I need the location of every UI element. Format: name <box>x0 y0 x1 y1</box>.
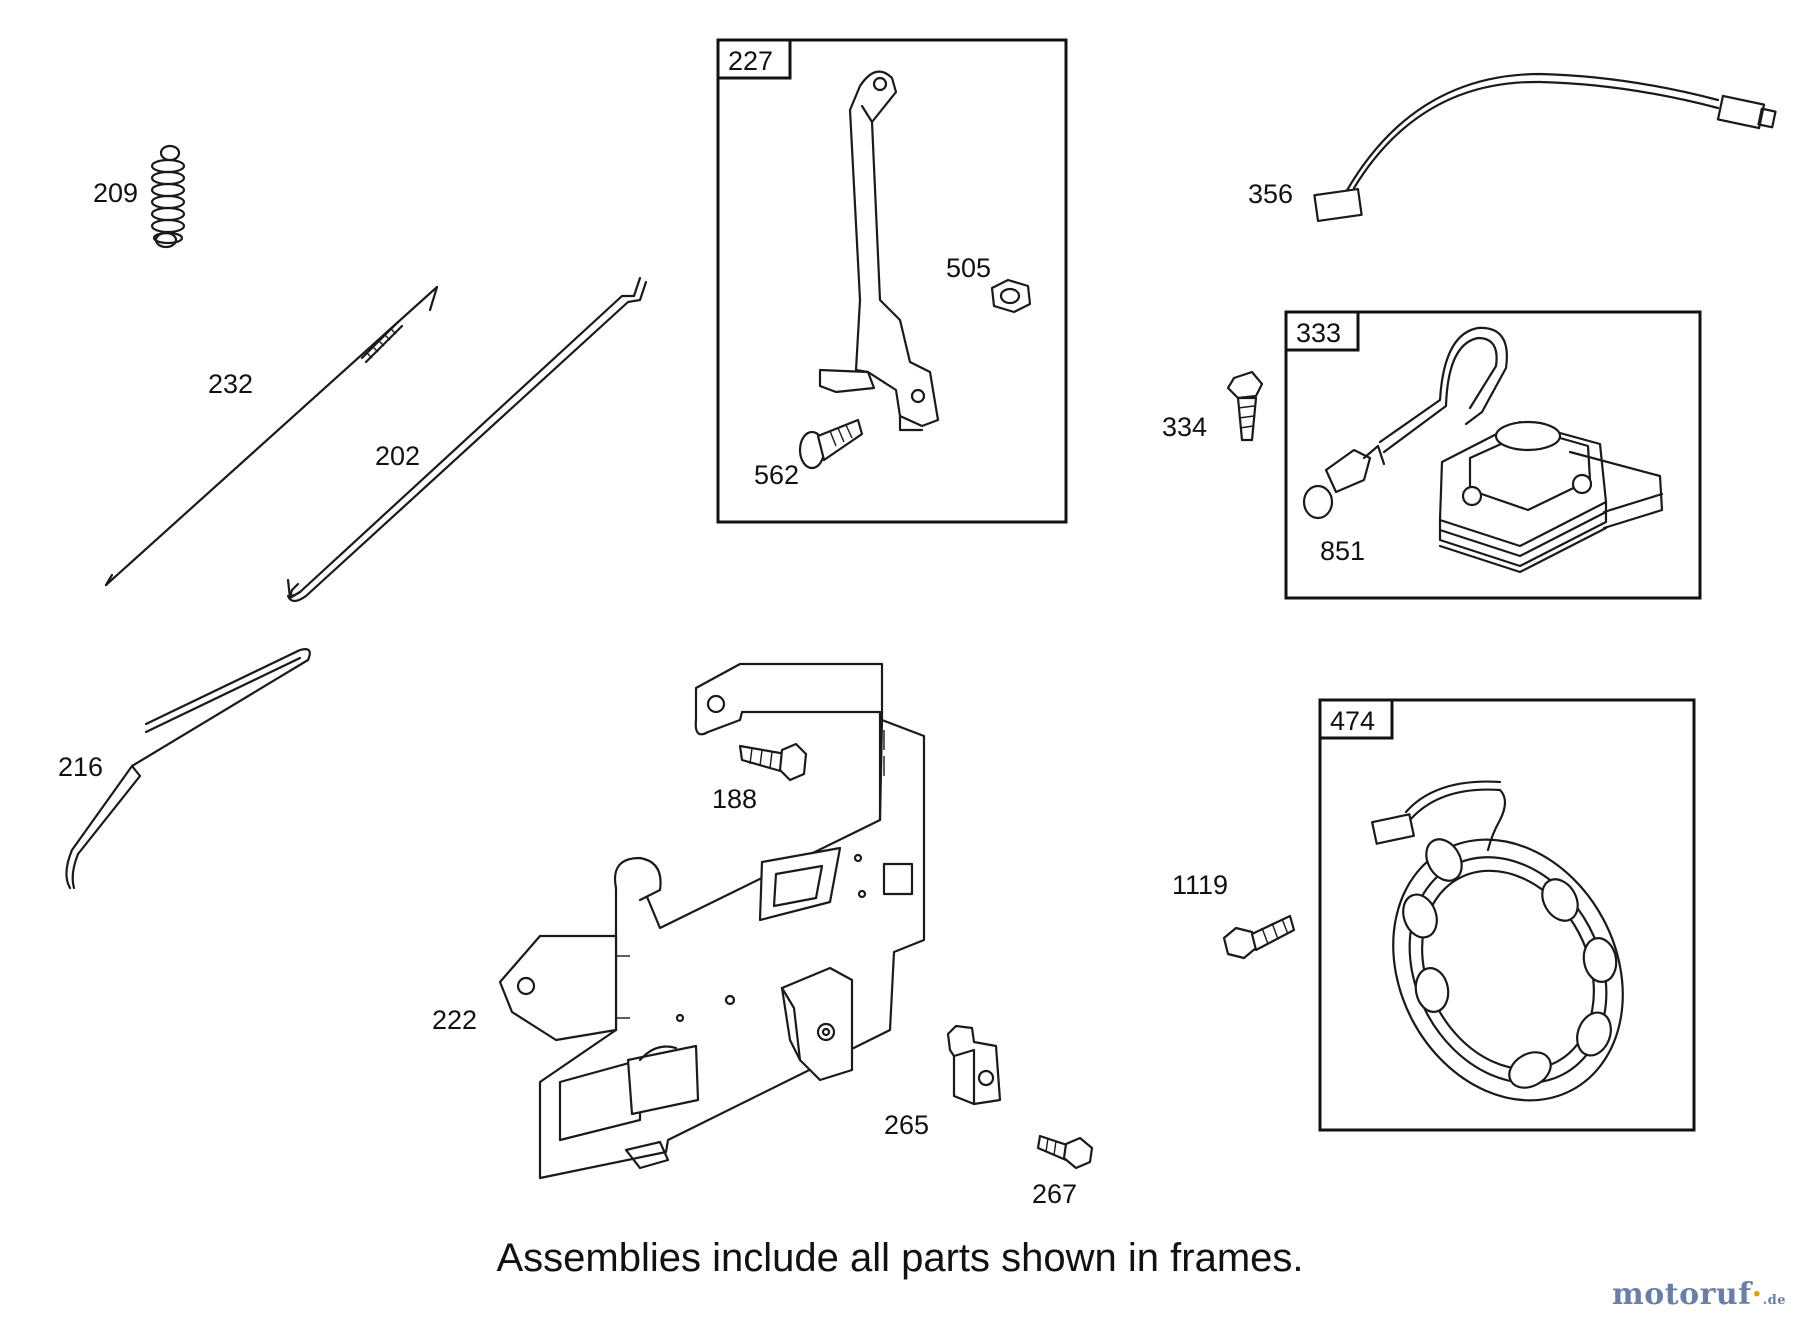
frame-333-tag: 333 <box>1296 318 1341 348</box>
watermark-tld: .de <box>1762 1293 1786 1308</box>
frame-227-tag: 227 <box>728 46 773 76</box>
label-267: 267 <box>1032 1179 1077 1209</box>
label-562: 562 <box>754 460 799 490</box>
frame-474-tag: 474 <box>1330 706 1375 736</box>
label-1119: 1119 <box>1172 870 1228 900</box>
part-1119-screw <box>1222 914 1296 960</box>
part-562-bolt <box>798 418 864 470</box>
watermark-dot-icon: · <box>1751 1277 1763 1312</box>
label-216: 216 <box>58 752 103 782</box>
part-202-rod <box>286 276 648 603</box>
frame-333: 333 <box>1284 310 1702 600</box>
part-209-spring <box>150 144 186 249</box>
frame-474: 474 <box>1318 698 1696 1132</box>
label-188: 188 <box>712 784 757 814</box>
label-222: 222 <box>432 1005 477 1035</box>
part-505-nut <box>990 278 1032 314</box>
label-232: 232 <box>208 369 253 399</box>
part-267-screw <box>1036 1134 1094 1170</box>
part-851-boot <box>1302 444 1386 520</box>
label-851: 851 <box>1320 536 1365 566</box>
label-334: 334 <box>1162 412 1207 442</box>
label-356: 356 <box>1248 179 1293 209</box>
part-222-bracket <box>498 662 926 1180</box>
part-188-bolt <box>738 742 808 782</box>
label-209: 209 <box>93 178 138 208</box>
part-356-wire <box>1313 72 1777 223</box>
label-265: 265 <box>884 1110 929 1140</box>
label-202: 202 <box>375 441 420 471</box>
label-505: 505 <box>946 253 991 283</box>
frame-227: 227 <box>716 38 1068 524</box>
part-232-link <box>104 285 439 587</box>
diagram-caption: Assemblies include all parts shown in fr… <box>496 1236 1304 1280</box>
watermark-main: motoruf <box>1612 1277 1752 1312</box>
watermark-logo: motoruf·.de <box>1612 1277 1786 1312</box>
part-265-clip <box>946 1024 1002 1106</box>
part-334-bolt <box>1226 370 1264 442</box>
part-216-link <box>65 648 311 890</box>
